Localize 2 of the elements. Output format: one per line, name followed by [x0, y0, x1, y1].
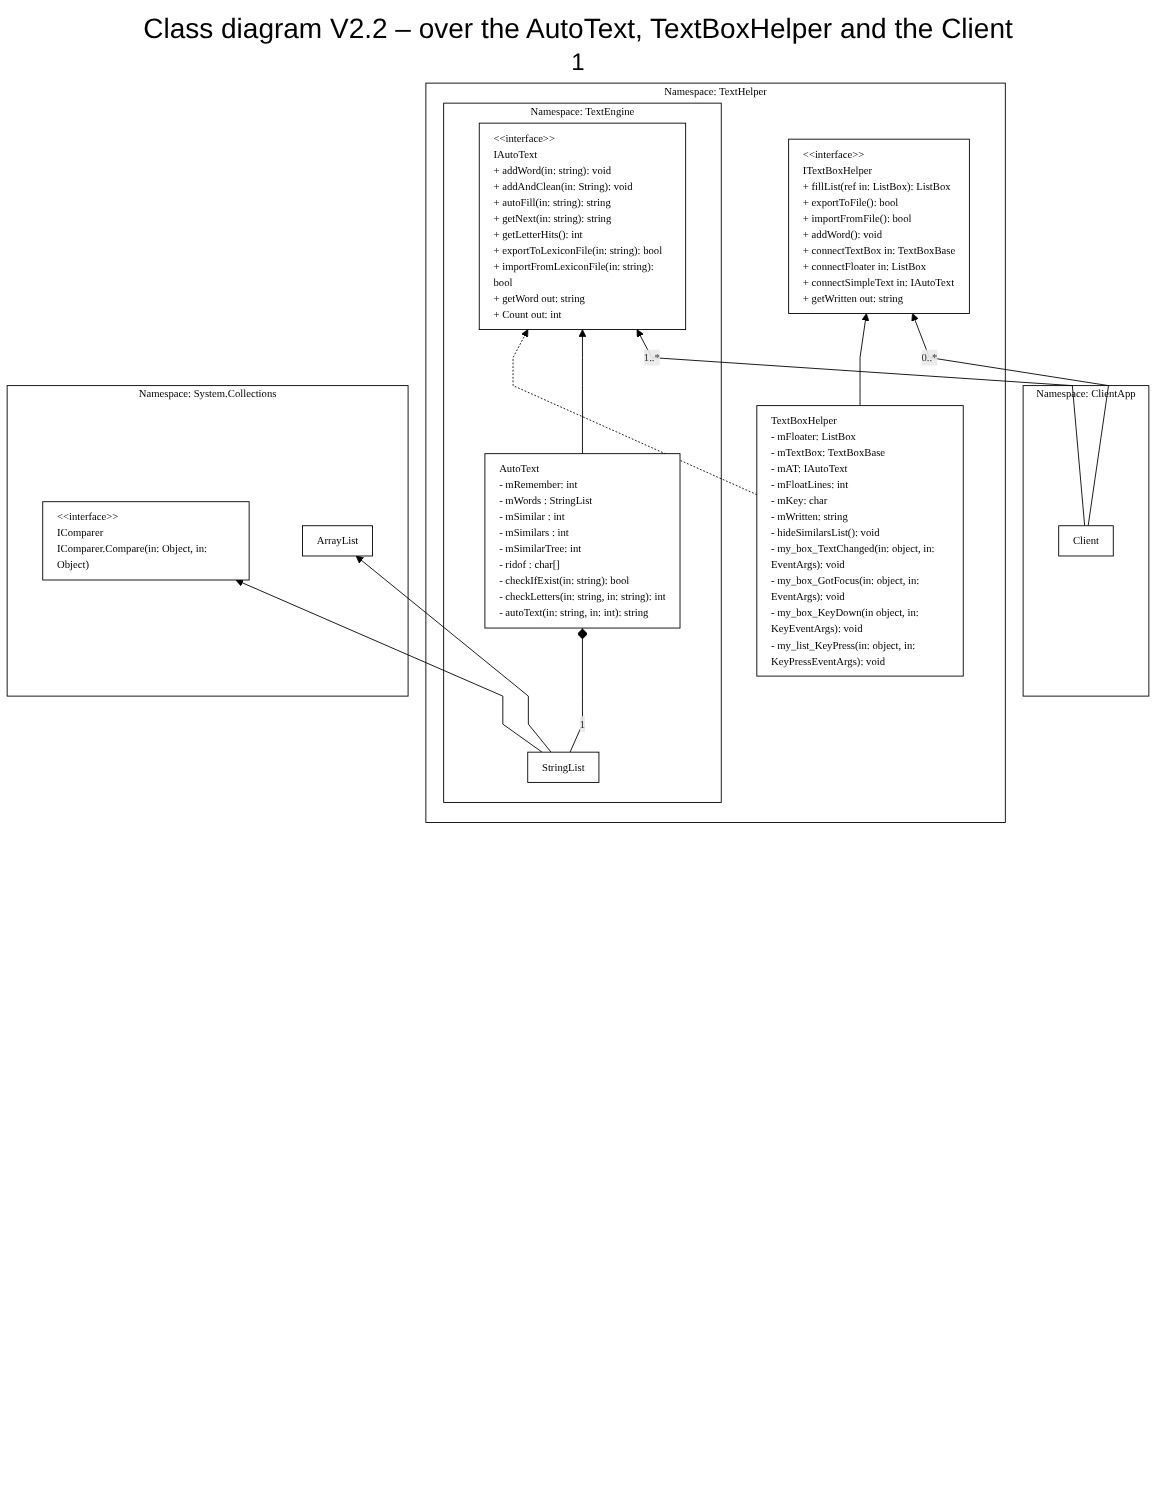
diagram-title: Class diagram V2.2 – over the AutoText, TextBoxHelper and the Client [141, 12, 1015, 44]
multiplicity-label: 1 [571, 48, 585, 76]
